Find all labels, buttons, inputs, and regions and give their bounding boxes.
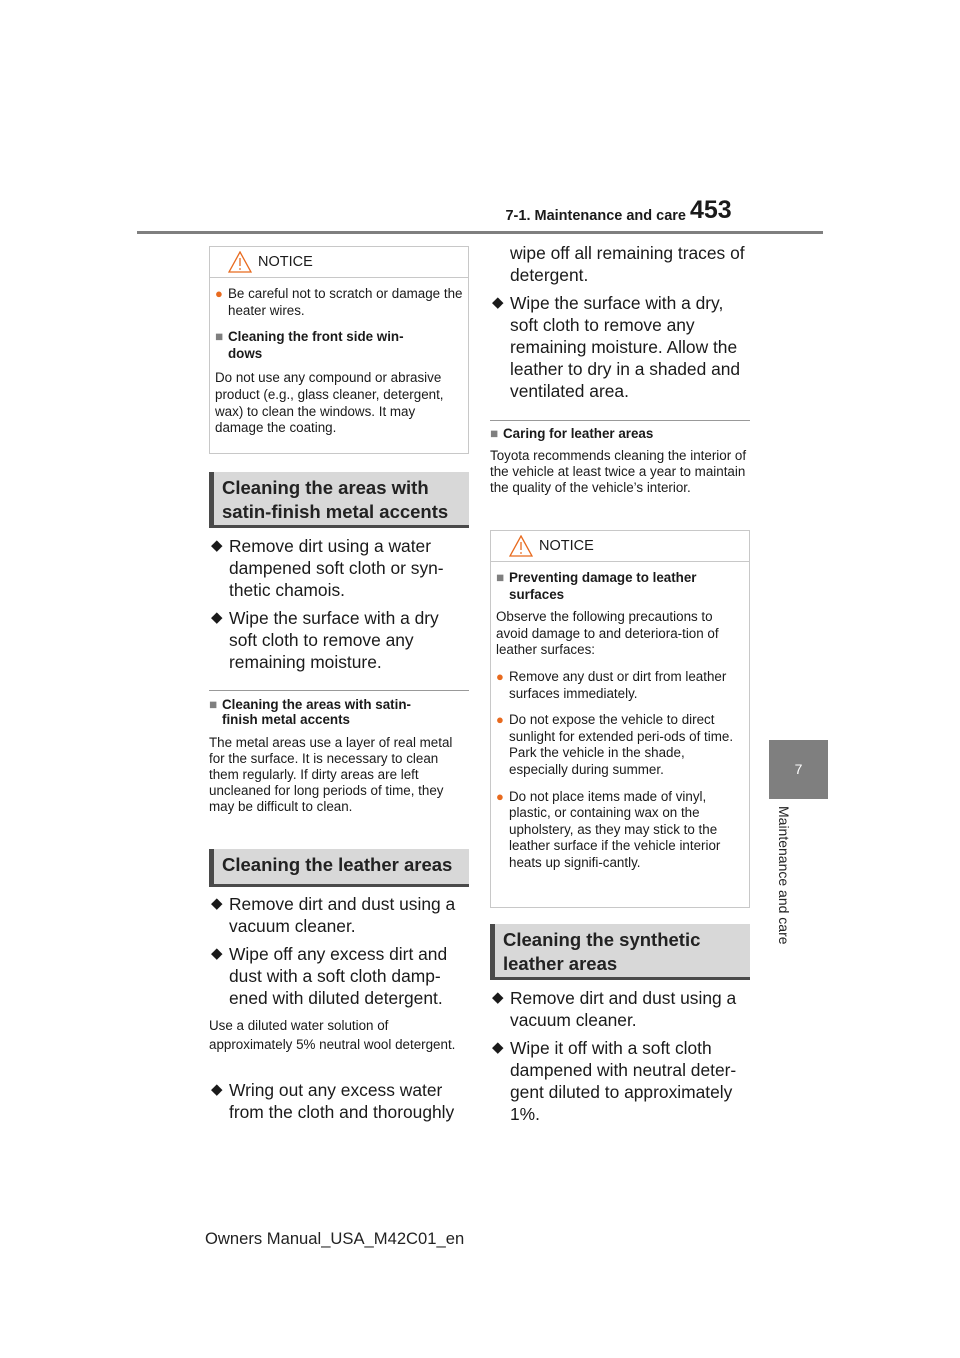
notice-subheading: ■ Cleaning the front side win-dows xyxy=(215,329,404,361)
diamond-bullet-icon: ◆ xyxy=(211,895,223,912)
bullet-leather-1: ◆ Remove dirt and dust using a vacuum cl… xyxy=(211,894,456,936)
notice-bullet: ● Be careful not to scratch or damage th… xyxy=(215,286,463,318)
bullet-satin-2: ◆ Wipe the surface with a dry soft cloth… xyxy=(211,608,439,672)
notice-title: NOTICE xyxy=(258,254,313,270)
divider xyxy=(209,690,469,691)
diamond-bullet-icon: ◆ xyxy=(211,1081,223,1098)
header-rule xyxy=(137,231,823,234)
notice-header: NOTICE xyxy=(491,531,749,562)
page-number: 453 xyxy=(690,196,732,224)
square-bullet-icon: ■ xyxy=(496,570,505,585)
section-header: 7-1. Maintenance and care xyxy=(505,208,686,224)
satin-description: The metal areas use a layer of real meta… xyxy=(209,735,453,814)
warning-triangle-icon xyxy=(228,251,252,273)
section-heading-synthetic: Cleaning the synthetic leather areas xyxy=(490,924,750,980)
section-heading-leather: Cleaning the leather areas xyxy=(209,849,469,887)
bullet-dot-icon: ● xyxy=(496,712,504,728)
chapter-title: Maintenance and care xyxy=(776,806,792,945)
diamond-bullet-icon: ◆ xyxy=(211,537,223,554)
footer-manual-id: Owners Manual_USA_M42C01_en xyxy=(205,1229,465,1248)
bullet-leather-3-continued: wipe off all remaining traces of deterge… xyxy=(510,243,745,285)
notice-header: NOTICE xyxy=(210,247,468,278)
bullet-dot-icon: ● xyxy=(496,668,504,684)
diamond-bullet-icon: ◆ xyxy=(492,294,504,311)
chapter-tab[interactable]: 7 xyxy=(769,740,828,799)
diamond-bullet-icon: ◆ xyxy=(211,945,223,962)
square-bullet-icon: ■ xyxy=(215,329,224,345)
subheading-satin: ■ Cleaning the areas with satin-finish m… xyxy=(209,697,411,727)
notice-bullet: ● Do not place items made of vinyl, plas… xyxy=(496,788,721,870)
notice-bullet: ● Do not expose the vehicle to direct su… xyxy=(496,712,734,777)
notice-title: NOTICE xyxy=(539,538,594,554)
bullet-leather-4: ◆ Wipe the surface with a dry, soft clot… xyxy=(492,293,741,401)
bullet-leather-2: ◆ Wipe off any excess dirt and dust with… xyxy=(211,944,448,1008)
square-bullet-icon: ■ xyxy=(490,426,499,441)
bullet-dot-icon: ● xyxy=(496,788,504,804)
divider xyxy=(490,420,750,421)
warning-triangle-icon xyxy=(509,535,533,557)
caring-description: Toyota recommends cleaning the interior … xyxy=(490,448,747,495)
subheading-caring: ■ Caring for leather areas xyxy=(490,426,654,441)
section-heading-satin: Cleaning the areas with satin-finish met… xyxy=(209,472,469,528)
diamond-bullet-icon: ◆ xyxy=(492,989,504,1006)
notice-paragraph: Do not use any compound or abrasive prod… xyxy=(215,370,444,436)
bullet-dot-icon: ● xyxy=(215,286,223,301)
bullet-satin-1: ◆ Remove dirt using a water dampened sof… xyxy=(211,536,444,600)
notice-bullet: ● Remove any dust or dirt from leather s… xyxy=(496,668,727,701)
notice-box-windows: NOTICE ● Be careful not to scratch or da… xyxy=(209,246,469,454)
square-bullet-icon: ■ xyxy=(209,697,218,712)
diamond-bullet-icon: ◆ xyxy=(211,609,223,626)
bullet-synthetic-2: ◆ Wipe it off with a soft cloth dampened… xyxy=(492,1038,737,1124)
dilution-note: Use a diluted water solution of approxim… xyxy=(209,1018,456,1052)
notice-paragraph: Observe the following precautions to avo… xyxy=(496,609,719,658)
diamond-bullet-icon: ◆ xyxy=(492,1039,504,1056)
bullet-synthetic-1: ◆ Remove dirt and dust using a vacuum cl… xyxy=(492,988,737,1030)
